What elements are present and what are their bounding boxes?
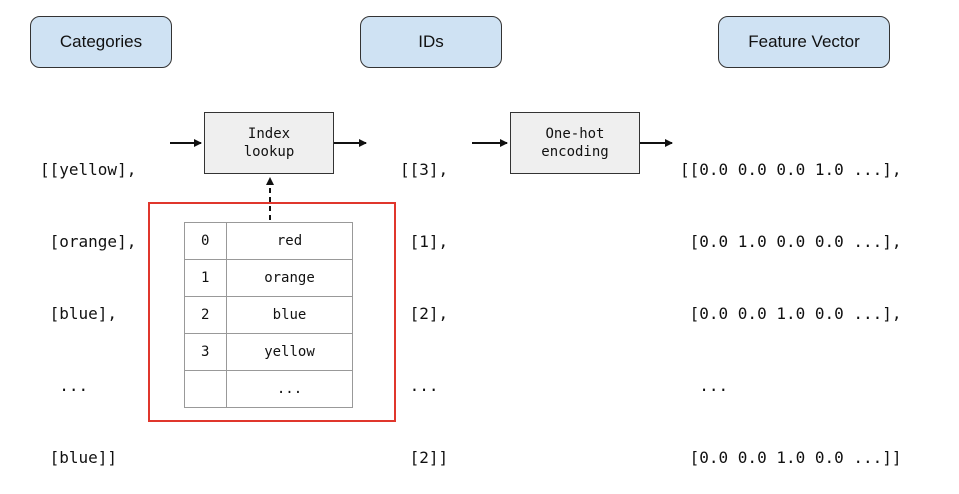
- input-line: [orange],: [40, 232, 137, 251]
- id-line: ...: [400, 376, 439, 395]
- feature-vector-header: Feature Vector: [718, 16, 890, 68]
- table-value-cell: yellow: [226, 333, 353, 371]
- index-lookup-label-1: Index: [247, 126, 291, 142]
- one-hot-label-1: One-hot: [545, 126, 605, 142]
- index-lookup-label-2: lookup: [243, 144, 295, 160]
- table-value-cell: blue: [226, 296, 353, 334]
- id-line: [1],: [400, 232, 449, 251]
- table-row: 1 orange: [184, 259, 353, 297]
- table-row: 2 blue: [184, 296, 353, 334]
- input-line: [[yellow],: [40, 160, 137, 179]
- connector-arrows: [170, 139, 673, 220]
- one-hot-encoding-box: One-hot encoding: [510, 112, 640, 174]
- vector-line: [0.0 0.0 1.0 0.0 ...],: [680, 304, 902, 323]
- table-index-cell: 0: [184, 222, 227, 260]
- table-value-cell: orange: [226, 259, 353, 297]
- vector-line: [0.0 1.0 0.0 0.0 ...],: [680, 232, 902, 251]
- input-line: [blue]]: [40, 448, 118, 467]
- input-line: ...: [40, 376, 89, 395]
- vocabulary-highlight-frame: [148, 202, 396, 422]
- categories-header: Categories: [30, 16, 172, 68]
- table-row: ...: [184, 370, 353, 408]
- id-line: [[3],: [400, 160, 449, 179]
- vocabulary-table: 0 red 1 orange 2 blue 3 yellow ...: [184, 222, 353, 408]
- input-line: [blue],: [40, 304, 118, 323]
- vector-line: ...: [680, 376, 729, 395]
- index-lookup-box: Index lookup: [204, 112, 334, 174]
- vector-line: [[0.0 0.0 0.0 1.0 ...],: [680, 160, 902, 179]
- one-hot-label-2: encoding: [541, 144, 609, 160]
- id-line: [2],: [400, 304, 449, 323]
- table-index-cell: [184, 370, 227, 408]
- table-value-cell: ...: [226, 370, 353, 408]
- ids-header: IDs: [360, 16, 502, 68]
- id-line: [2]]: [400, 448, 449, 467]
- vector-line: [0.0 0.0 1.0 0.0 ...]]: [680, 448, 902, 467]
